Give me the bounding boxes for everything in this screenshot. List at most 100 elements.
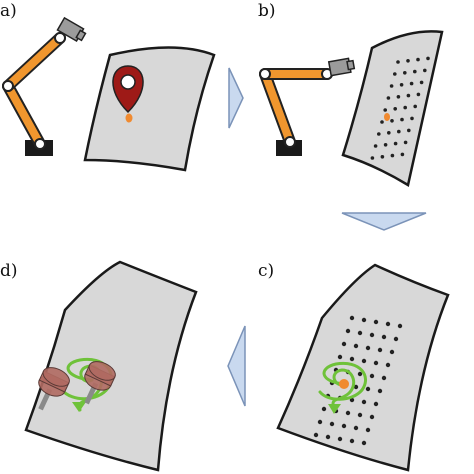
grid-dot <box>337 354 343 360</box>
grid-dot <box>365 427 371 433</box>
grid-dot <box>400 152 405 157</box>
grid-dot <box>380 155 385 159</box>
curved-surface <box>341 30 444 187</box>
grid-dot <box>400 117 404 122</box>
flow-arrow-left <box>227 325 246 407</box>
sample-grid <box>370 56 430 160</box>
grid-dot <box>321 406 327 412</box>
grid-dot <box>416 57 420 62</box>
grid-dot <box>397 129 401 134</box>
grid-dot <box>313 432 319 438</box>
grid-dot <box>369 373 375 379</box>
grid-dot <box>413 69 417 74</box>
grid-dot <box>325 434 331 440</box>
grid-dot <box>341 423 347 429</box>
spiral-arrowhead <box>72 402 86 412</box>
grid-dot <box>403 140 408 145</box>
grid-dot <box>419 80 424 85</box>
map-pin-icon <box>112 65 144 114</box>
grid-dot <box>370 156 375 160</box>
grid-dot <box>403 105 408 110</box>
sensor-head <box>327 57 356 77</box>
grid-dot <box>381 375 387 381</box>
grid-dot <box>385 362 391 368</box>
grid-dot <box>423 68 427 73</box>
panel-a: a) <box>0 1 216 172</box>
grid-dot <box>361 399 367 405</box>
grid-dot <box>406 59 410 63</box>
curved-surface <box>24 260 198 472</box>
grid-dot <box>373 401 379 407</box>
grid-dot <box>365 386 371 392</box>
probe-tool-icon <box>38 367 70 411</box>
grid-dot <box>345 410 351 416</box>
grid-dot <box>353 343 359 349</box>
grid-dot <box>361 317 367 323</box>
grid-dot <box>361 358 367 364</box>
grid-dot <box>399 83 404 87</box>
grid-dot <box>349 356 355 362</box>
grid-dot <box>369 332 375 338</box>
grid-dot <box>416 92 421 97</box>
robot-joint <box>259 68 271 80</box>
curved-surface <box>276 263 450 472</box>
grid-dot <box>383 143 388 147</box>
grid-dot <box>396 60 400 64</box>
spiral-arrowhead <box>328 404 341 414</box>
panel-d-label: d) <box>0 261 18 281</box>
grid-dot <box>380 120 384 124</box>
robot-lower-link-fill <box>4 82 44 148</box>
grid-dot <box>341 341 347 347</box>
grid-dot <box>373 319 379 325</box>
grid-dot <box>390 153 395 158</box>
grid-dot <box>317 419 323 425</box>
grid-dot <box>369 414 375 420</box>
grid-dot <box>407 128 411 133</box>
robot-joint <box>2 80 14 92</box>
spiral-path <box>318 361 368 414</box>
flow-arrow-right <box>228 67 244 129</box>
target-point <box>384 113 390 121</box>
target-point <box>339 379 349 389</box>
grid-dot <box>390 119 394 123</box>
grid-dot <box>377 347 383 353</box>
robot-upper-link-fill <box>4 34 64 90</box>
grid-dot <box>389 84 394 88</box>
flow-arrow-down <box>341 212 427 231</box>
grid-dot <box>373 144 378 148</box>
grid-dot <box>329 421 335 427</box>
grid-dot <box>389 349 395 355</box>
grid-dot <box>361 440 367 446</box>
grid-dot <box>406 93 411 98</box>
panel-d: d) <box>0 260 198 472</box>
grid-dot <box>373 360 379 366</box>
grid-dot <box>410 116 414 121</box>
grid-dot <box>393 336 399 342</box>
robot-arm-icon <box>2 16 87 156</box>
robot-lower-link-fill <box>261 70 294 146</box>
panel-b-label: b) <box>258 1 276 21</box>
grid-dot <box>385 321 391 327</box>
grid-dot <box>386 96 391 100</box>
grid-dot <box>381 334 387 340</box>
grid-dot <box>393 141 398 146</box>
probe-tool-icon <box>84 361 116 405</box>
grid-dot <box>345 328 351 334</box>
panel-c-label: c) <box>258 261 274 281</box>
grid-dot <box>377 388 383 394</box>
sensor-head <box>56 16 87 42</box>
robot-joint <box>54 32 66 44</box>
panel-a-label: a) <box>0 1 17 21</box>
grid-dot <box>365 345 371 351</box>
grid-dot <box>426 56 430 61</box>
grid-dot <box>397 323 403 329</box>
grid-dot <box>357 412 363 418</box>
grid-dot <box>337 436 343 442</box>
robot-joint <box>34 138 46 150</box>
grid-dot <box>393 107 398 111</box>
target-point <box>125 113 133 123</box>
grid-dot <box>387 131 391 135</box>
grid-dot <box>409 81 414 86</box>
grid-dot <box>349 438 355 444</box>
